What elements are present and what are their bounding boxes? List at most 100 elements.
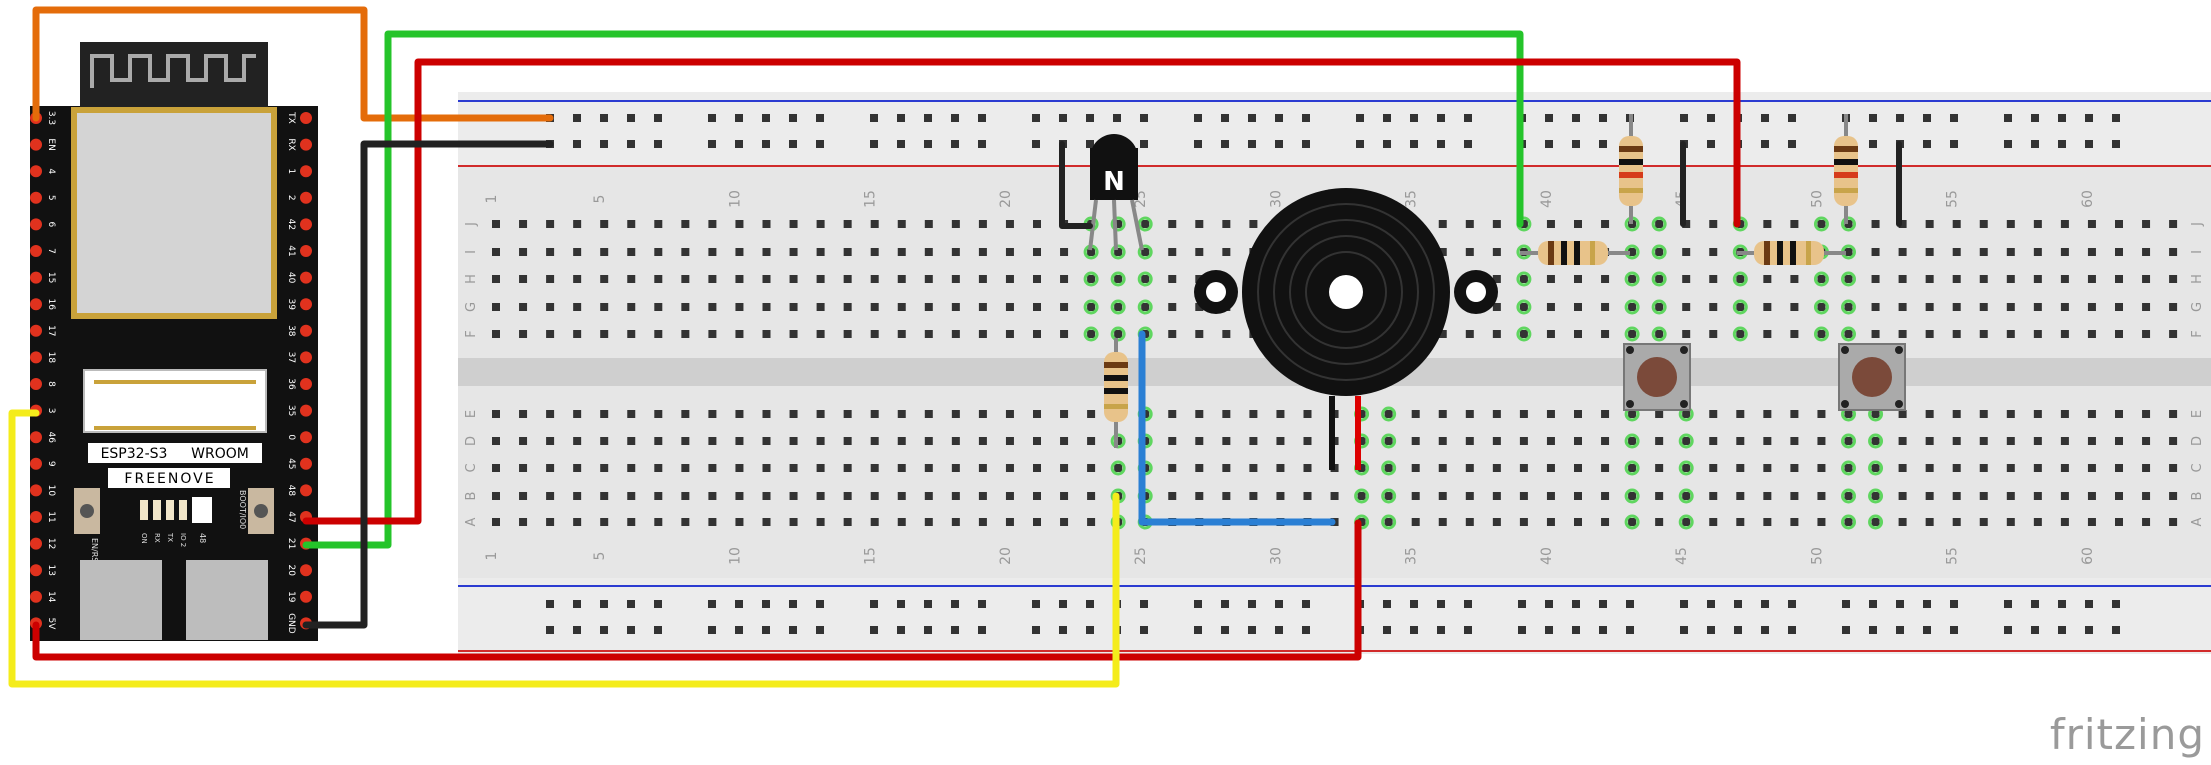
hole[interactable] — [1844, 464, 1853, 472]
hole[interactable] — [681, 437, 690, 445]
hole[interactable] — [1655, 330, 1664, 338]
hole[interactable] — [1168, 492, 1177, 500]
rail-hole[interactable] — [951, 626, 959, 634]
hole[interactable] — [1628, 248, 1637, 256]
hole[interactable] — [1303, 437, 1312, 445]
hole[interactable] — [2087, 303, 2096, 311]
rail-hole[interactable] — [2004, 114, 2012, 122]
hole[interactable] — [1492, 275, 1501, 283]
rail-hole[interactable] — [1464, 114, 1472, 122]
rail-hole[interactable] — [1599, 140, 1607, 148]
rail-hole[interactable] — [627, 114, 635, 122]
hole[interactable] — [708, 220, 717, 228]
hole[interactable] — [1574, 518, 1582, 526]
hole[interactable] — [708, 303, 717, 311]
hole[interactable] — [2142, 275, 2151, 283]
rail-hole[interactable] — [708, 626, 716, 634]
hole[interactable] — [2087, 410, 2096, 418]
hole[interactable] — [897, 492, 906, 500]
rail-hole[interactable] — [1734, 600, 1742, 608]
rail-hole[interactable] — [735, 140, 743, 148]
rail-hole[interactable] — [1572, 140, 1580, 148]
hole[interactable] — [789, 248, 798, 256]
hole[interactable] — [1438, 410, 1447, 418]
pin-left[interactable] — [30, 271, 42, 284]
hole[interactable] — [789, 220, 798, 228]
hole[interactable] — [1005, 464, 1014, 472]
rail-hole[interactable] — [1113, 114, 1121, 122]
rail-hole[interactable] — [1140, 600, 1148, 608]
hole[interactable] — [1276, 464, 1285, 472]
hole[interactable] — [546, 492, 555, 500]
hole[interactable] — [1925, 464, 1934, 472]
hole[interactable] — [1384, 518, 1393, 526]
hole[interactable] — [789, 303, 798, 311]
hole[interactable] — [546, 330, 555, 338]
hole[interactable] — [708, 410, 717, 418]
rail-hole[interactable] — [1707, 140, 1715, 148]
hole[interactable] — [1655, 303, 1664, 311]
hole[interactable] — [1168, 303, 1177, 311]
rail-hole[interactable] — [951, 140, 959, 148]
hole[interactable] — [1601, 492, 1610, 500]
hole[interactable] — [762, 303, 771, 311]
rail-hole[interactable] — [1896, 114, 1904, 122]
hole[interactable] — [2060, 303, 2069, 311]
hole[interactable] — [1574, 410, 1582, 418]
hole[interactable] — [2087, 248, 2096, 256]
hole[interactable] — [1492, 492, 1501, 500]
rail-hole[interactable] — [2085, 140, 2093, 148]
rail-hole[interactable] — [1788, 140, 1796, 148]
hole[interactable] — [816, 410, 825, 418]
hole[interactable] — [1763, 437, 1772, 445]
hole[interactable] — [1844, 248, 1853, 256]
rail-hole[interactable] — [573, 600, 581, 608]
hole[interactable] — [681, 303, 690, 311]
hole[interactable] — [735, 410, 744, 418]
hole[interactable] — [924, 518, 933, 526]
hole[interactable] — [519, 492, 528, 500]
hole[interactable] — [2033, 410, 2042, 418]
rail-hole[interactable] — [1140, 626, 1148, 634]
hole[interactable] — [1195, 492, 1204, 500]
hole[interactable] — [1736, 437, 1745, 445]
hole[interactable] — [1628, 518, 1637, 526]
hole[interactable] — [1303, 464, 1312, 472]
pin-right[interactable] — [300, 324, 312, 337]
pin-left[interactable] — [30, 484, 42, 497]
hole[interactable] — [2115, 330, 2123, 338]
hole[interactable] — [789, 330, 798, 338]
push-button-2[interactable] — [1838, 343, 1906, 411]
hole[interactable] — [1546, 437, 1555, 445]
hole[interactable] — [1763, 330, 1772, 338]
hole[interactable] — [1628, 330, 1637, 338]
hole[interactable] — [1709, 410, 1718, 418]
hole[interactable] — [1952, 220, 1961, 228]
rail-hole[interactable] — [573, 114, 581, 122]
hole[interactable] — [1141, 275, 1150, 283]
pin-right[interactable] — [300, 271, 312, 284]
pin-left[interactable] — [30, 590, 42, 603]
hole[interactable] — [870, 410, 879, 418]
hole[interactable] — [816, 518, 825, 526]
hole[interactable] — [1465, 220, 1474, 228]
pin-left[interactable] — [30, 245, 42, 257]
hole[interactable] — [1222, 220, 1231, 228]
hole[interactable] — [951, 492, 960, 500]
hole[interactable] — [1979, 518, 1988, 526]
rail-hole[interactable] — [1842, 600, 1850, 608]
rail-hole[interactable] — [1059, 114, 1067, 122]
hole[interactable] — [1844, 220, 1853, 228]
hole[interactable] — [1222, 330, 1231, 338]
hole[interactable] — [2060, 220, 2069, 228]
hole[interactable] — [600, 410, 609, 418]
hole[interactable] — [951, 437, 960, 445]
pin-left[interactable] — [30, 537, 42, 550]
hole[interactable] — [816, 220, 825, 228]
hole[interactable] — [1492, 464, 1501, 472]
hole[interactable] — [1005, 410, 1014, 418]
hole[interactable] — [1601, 275, 1610, 283]
hole[interactable] — [1898, 437, 1907, 445]
hole[interactable] — [1925, 220, 1934, 228]
hole[interactable] — [816, 330, 825, 338]
